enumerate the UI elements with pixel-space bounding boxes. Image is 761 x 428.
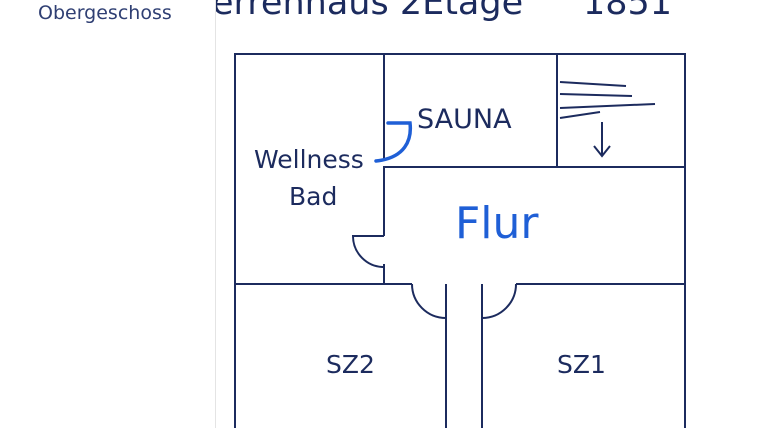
- room-label-sz1: SZ1: [557, 350, 606, 379]
- plan-year: 1851: [583, 0, 672, 23]
- room-label-bad: Bad: [289, 182, 337, 211]
- sidebar-item-obergeschoss[interactable]: Obergeschoss: [38, 2, 172, 24]
- outer-wall: [234, 53, 686, 428]
- door-arc-sz2: [411, 283, 447, 319]
- corridor-walls: [445, 284, 483, 428]
- room-label-sz2: SZ2: [326, 350, 375, 379]
- door-arc-sz1: [481, 283, 517, 319]
- staircase-icon: [559, 81, 656, 158]
- plan-title: errenhaus 2Etage: [216, 0, 523, 23]
- door-arc-wellness: [351, 235, 385, 268]
- sidebar: Obergeschoss: [0, 0, 216, 428]
- door-mark-handdrawn: [374, 121, 413, 163]
- floor-plan-view: errenhaus 2Etage 1851 SAUNA Wel: [216, 0, 761, 428]
- room-label-flur-handwritten: Flur: [455, 198, 539, 249]
- room-label-wellness: Wellness: [254, 145, 364, 174]
- floor-plan: errenhaus 2Etage 1851 SAUNA Wel: [216, 0, 686, 428]
- room-label-sauna: SAUNA: [417, 104, 512, 135]
